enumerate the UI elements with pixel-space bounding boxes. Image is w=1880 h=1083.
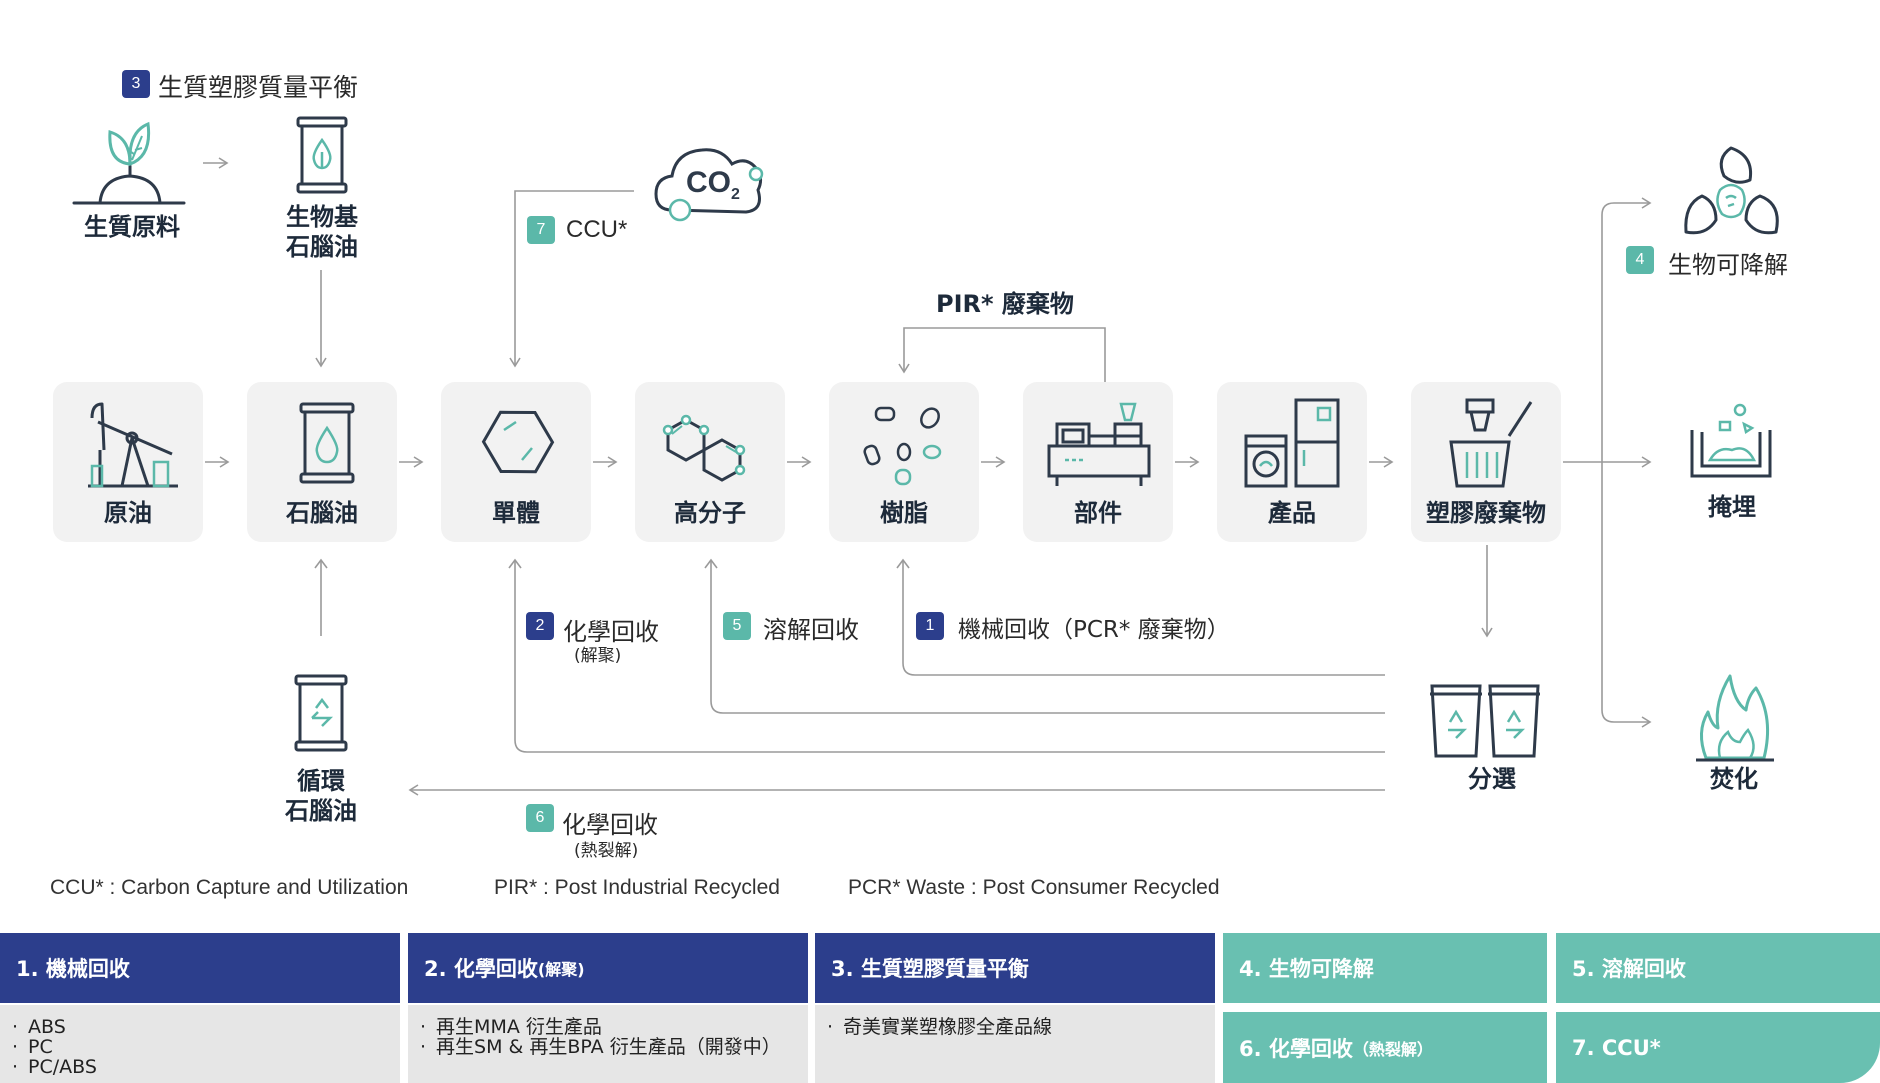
bio-naphtha-label-1: 生物基 <box>286 203 358 231</box>
appliances-icon <box>1244 398 1340 488</box>
biodegradable-label: 生物可降解 <box>1668 251 1788 279</box>
table-header-chem-pyro: 6. 化學回收（熱裂解） <box>1223 1012 1547 1083</box>
co2-cloud-icon <box>654 148 764 222</box>
circular-naphtha-label-2: 石腦油 <box>285 797 357 825</box>
plastic-waste-label: 塑膠廢棄物 <box>1426 499 1546 527</box>
route-badge-2: 2 <box>526 612 554 640</box>
list-item: 再生MMA 衍生產品 <box>420 1017 808 1037</box>
biodegradable-icon <box>1684 146 1779 235</box>
legend-pir: PIR* : Post Industrial Recycled <box>494 876 780 899</box>
node-parts: 部件 <box>1023 382 1173 542</box>
node-resin: 樹脂 <box>829 382 979 542</box>
chem-pyro-label: 化學回收 <box>562 811 658 839</box>
pir-waste-label: PIR* 廢棄物 <box>936 290 1074 318</box>
route-badge-3: 3 <box>122 70 150 98</box>
recycling-bins-icon <box>1430 684 1540 758</box>
route-badge-5: 5 <box>723 612 751 640</box>
col4-title: 4. 生物可降解 <box>1239 957 1374 981</box>
route-badge-6: 6 <box>526 804 554 832</box>
dissolution-label: 溶解回收 <box>763 616 859 644</box>
mechanical-label: 機械回收（PCR* 廢棄物） <box>958 617 1230 643</box>
parts-label: 部件 <box>1074 499 1122 527</box>
bio-naphtha-label-2: 石腦油 <box>286 233 358 261</box>
route-badge-1: 1 <box>916 612 944 640</box>
landfill-icon <box>1690 403 1772 478</box>
monomer-label: 單體 <box>492 499 540 527</box>
col3-title: 3. 生質塑膠質量平衡 <box>831 957 1029 981</box>
trash-bin-icon <box>1449 398 1533 488</box>
node-polymer: 高分子 <box>635 382 785 542</box>
chem-depoly-sub: (解聚) <box>574 646 622 666</box>
sorting-label: 分選 <box>1468 765 1516 793</box>
hexagon-icon <box>481 410 555 474</box>
table-header-biodegradable: 4. 生物可降解 <box>1223 933 1547 1003</box>
naphtha-barrel-icon <box>299 402 355 484</box>
route-badge-4: 4 <box>1626 246 1654 274</box>
node-naphtha: 石腦油 <box>247 382 397 542</box>
route-badge-7: 7 <box>527 216 555 244</box>
polymer-label: 高分子 <box>674 499 746 527</box>
col1-item-list: ABS PC PC/ABS <box>0 1005 400 1083</box>
legend-ccu: CCU* : Carbon Capture and Utilization <box>50 876 409 899</box>
naphtha-label: 石腦油 <box>286 499 358 527</box>
bio-naphtha-barrel-icon <box>296 116 348 194</box>
legend-pcr: PCR* Waste : Post Consumer Recycled <box>848 876 1220 899</box>
table-header-mass-balance: 3. 生質塑膠質量平衡 <box>815 933 1215 1003</box>
chem-depoly-label: 化學回收 <box>563 618 659 646</box>
oil-pump-icon <box>88 402 178 488</box>
incineration-label: 焚化 <box>1710 765 1758 793</box>
node-crude-oil: 原油 <box>53 382 203 542</box>
circular-naphtha-label-1: 循環 <box>297 767 345 795</box>
co2-subscript: 2 <box>731 186 740 203</box>
table-header-dissolution: 5. 溶解回收 <box>1556 933 1880 1003</box>
circular-naphtha-barrel-icon <box>294 674 348 752</box>
table-header-mechanical: 1. 機械回收 <box>0 933 400 1003</box>
list-item: PC/ABS <box>12 1057 400 1077</box>
co2-label: CO <box>686 166 731 199</box>
col6-title: 6. 化學回收 <box>1239 1036 1353 1061</box>
list-item: 奇美實業塑橡膠全產品線 <box>827 1017 1215 1037</box>
node-plastic-waste: 塑膠廢棄物 <box>1411 382 1561 542</box>
table-header-chem-depoly: 2. 化學回收(解聚) <box>408 933 808 1003</box>
col2-title-small: (解聚) <box>537 960 585 979</box>
crude-oil-label: 原油 <box>104 499 152 527</box>
col7-title: 7. CCU* <box>1572 1035 1661 1060</box>
fire-icon <box>1696 674 1774 762</box>
col5-title: 5. 溶解回收 <box>1572 957 1686 981</box>
col2-title: 2. 化學回收 <box>424 957 538 981</box>
chem-pyro-sub: (熱裂解) <box>574 841 639 861</box>
injection-machine-icon <box>1047 402 1151 486</box>
product-label: 產品 <box>1268 499 1316 527</box>
col3-item-list: 奇美實業塑橡膠全產品線 <box>815 1005 1215 1083</box>
list-item: 再生SM & 再生BPA 衍生產品（開發中） <box>420 1037 808 1057</box>
ccu-label: CCU* <box>566 216 628 243</box>
node-product: 產品 <box>1217 382 1367 542</box>
col2-item-list: 再生MMA 衍生產品 再生SM & 再生BPA 衍生產品（開發中） <box>408 1005 808 1083</box>
col6-title-small: （熱裂解） <box>1352 1039 1433 1059</box>
col1-title: 1. 機械回收 <box>16 957 130 981</box>
sprout-icon <box>72 121 186 205</box>
resin-label: 樹脂 <box>880 499 928 527</box>
mass-balance-label: 生質塑膠質量平衡 <box>158 73 359 102</box>
pellets-icon <box>863 406 942 486</box>
list-item: PC <box>12 1037 400 1057</box>
co2-text: CO2 <box>686 166 740 204</box>
list-item: ABS <box>12 1017 400 1037</box>
landfill-label: 掩埋 <box>1708 493 1756 521</box>
molecule-icon <box>662 414 746 482</box>
node-monomer: 單體 <box>441 382 591 542</box>
table-header-ccu: 7. CCU* <box>1556 1012 1880 1083</box>
biomass-label: 生質原料 <box>84 213 180 241</box>
